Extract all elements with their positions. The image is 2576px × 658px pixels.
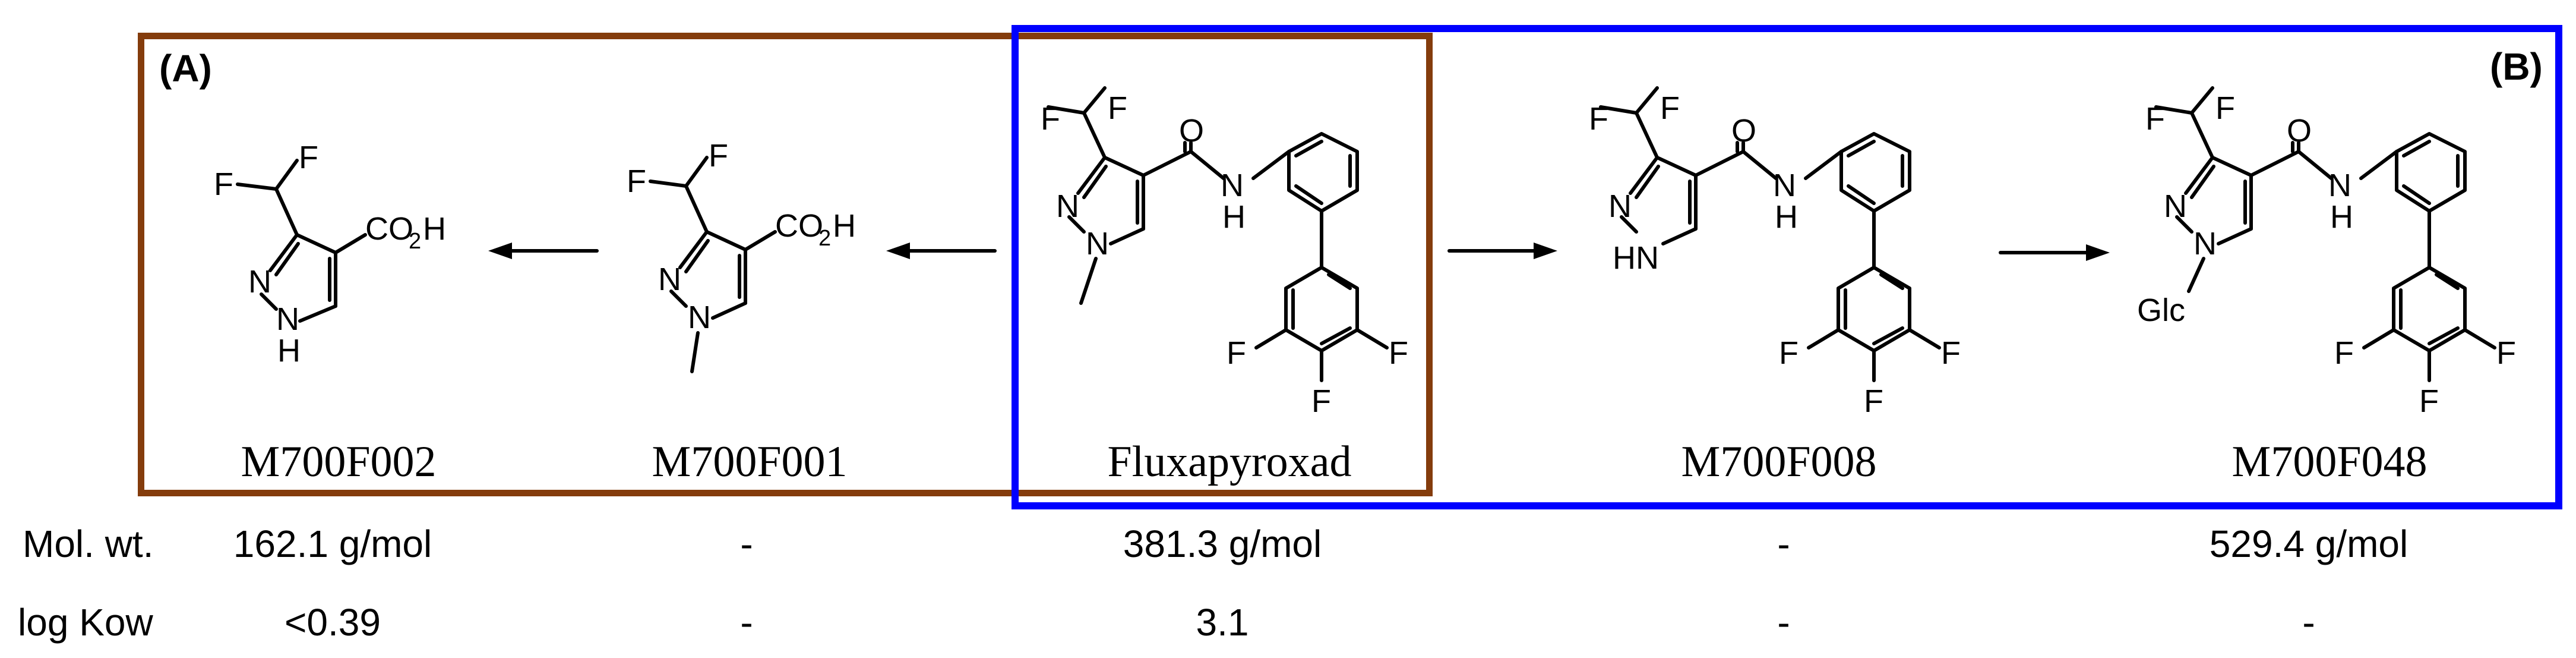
compound-name-m700f048: M700F048	[2232, 437, 2428, 486]
mol-wt-m700f001: -	[740, 522, 753, 565]
atom-f: F	[299, 140, 318, 175]
atom-n: N	[276, 301, 299, 337]
atom-n: N	[1056, 188, 1079, 224]
atom-n: N	[248, 264, 271, 300]
atom-co: CO	[775, 208, 823, 244]
atom-f: F	[2334, 335, 2354, 371]
panel-b-frame	[1012, 25, 2562, 509]
structure-m700f048: F F O N N Glc N H F F F	[2137, 86, 2516, 419]
atom-f: F	[2419, 383, 2439, 419]
mol-wt-m700f008: -	[1777, 522, 1790, 565]
atom-o: O	[1731, 113, 1756, 149]
atom-h: H	[1775, 199, 1798, 235]
structure-m700f008: F F O N HN N H F F F	[1589, 86, 1961, 419]
atom-n: N	[1773, 168, 1796, 203]
atom-n: N	[2193, 226, 2217, 262]
atom-f: F	[2496, 335, 2516, 371]
atom-f: F	[1108, 90, 1127, 126]
atom-o: O	[1179, 113, 1204, 149]
structure-m700f001: F F N N CO 2 H	[627, 138, 856, 373]
structure-fluxapyroxad: F F O N N N H F F F	[1041, 86, 1408, 419]
atom-f: F	[1660, 90, 1680, 126]
atom-f: F	[1311, 383, 1331, 419]
atom-n: N	[658, 262, 681, 297]
log-kow-row-label: log Kow	[18, 601, 153, 644]
atom-sub: 2	[409, 229, 421, 254]
compound-name-m700f008: M700F008	[1681, 437, 1877, 486]
atom-n: N	[1608, 188, 1632, 224]
panel-a-frame	[138, 33, 1433, 496]
atom-n: N	[2164, 188, 2187, 224]
atom-h: H	[1222, 199, 1246, 235]
atom-n: N	[1086, 226, 1109, 262]
log-kow-m700f048: -	[2302, 601, 2315, 644]
atom-f: F	[1941, 335, 1961, 371]
atom-f: F	[627, 163, 646, 199]
atom-h: H	[833, 208, 856, 244]
atom-f: F	[709, 138, 728, 174]
log-kow-m700f001: -	[740, 601, 753, 644]
atom-f: F	[1227, 335, 1246, 371]
atom-f: F	[2145, 101, 2165, 137]
atom-n: N	[1221, 168, 1244, 203]
compound-name-m700f002: M700F002	[241, 437, 437, 486]
atom-glc: Glc	[2137, 292, 2185, 328]
arrow-to-m700f048	[1999, 244, 2110, 261]
atom-h: H	[423, 211, 446, 247]
arrow-to-m700f002	[488, 243, 599, 259]
atom-h: H	[2330, 199, 2353, 235]
atom-o: O	[2287, 113, 2312, 149]
atom-f: F	[1779, 335, 1799, 371]
atom-h: H	[277, 333, 301, 369]
panel-a-label: (A)	[159, 47, 212, 90]
atom-n: N	[2328, 168, 2351, 203]
log-kow-fluxapyroxad: 3.1	[1196, 601, 1249, 644]
mol-wt-row-label: Mol. wt.	[23, 522, 154, 565]
atom-co: CO	[365, 211, 413, 247]
panel-b-label: (B)	[2490, 45, 2543, 88]
atom-hn: HN	[1613, 240, 1659, 276]
atom-f: F	[1864, 383, 1883, 419]
atom-sub: 2	[818, 226, 831, 251]
structure-m700f002: F F N N H CO 2 H	[214, 140, 446, 369]
mol-wt-fluxapyroxad: 381.3 g/mol	[1123, 522, 1322, 565]
atom-f: F	[1389, 335, 1408, 371]
atom-f: F	[2215, 90, 2235, 126]
compound-name-fluxapyroxad: Fluxapyroxad	[1107, 437, 1352, 486]
atom-n: N	[688, 300, 711, 335]
atom-f: F	[214, 166, 233, 202]
arrow-to-m700f001	[886, 243, 997, 259]
log-kow-m700f002: <0.39	[285, 601, 381, 644]
compound-name-m700f001: M700F001	[652, 437, 848, 486]
mol-wt-m700f048: 529.4 g/mol	[2209, 522, 2409, 565]
arrow-to-m700f008	[1447, 243, 1557, 259]
log-kow-m700f008: -	[1777, 601, 1790, 644]
atom-f: F	[1589, 101, 1608, 137]
mol-wt-m700f002: 162.1 g/mol	[233, 522, 432, 565]
atom-f: F	[1041, 101, 1060, 137]
